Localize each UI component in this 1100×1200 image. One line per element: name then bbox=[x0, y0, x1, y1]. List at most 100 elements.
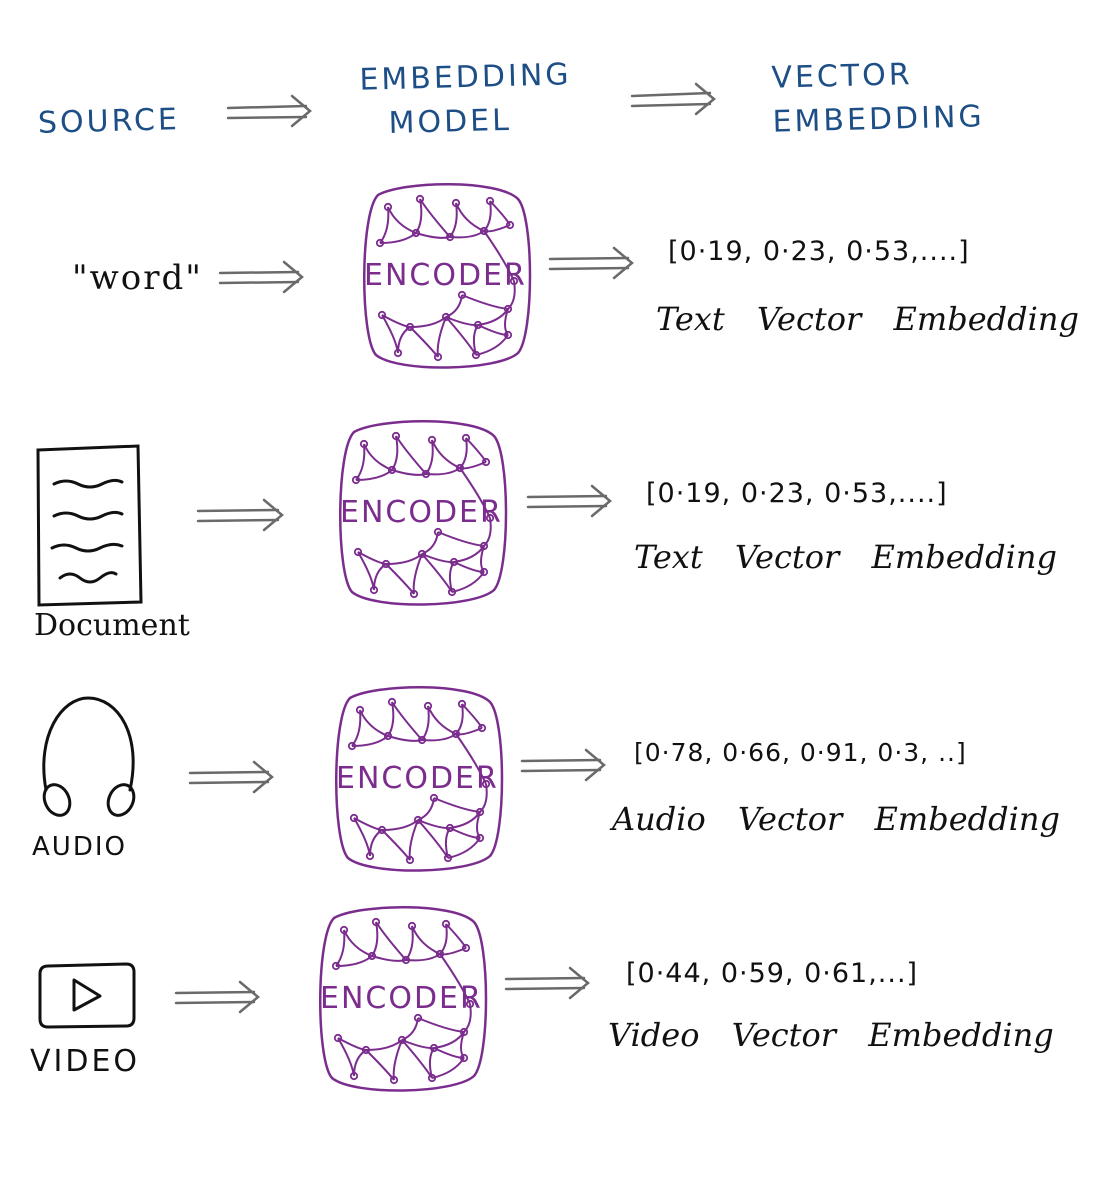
encoder-link bbox=[391, 469, 427, 476]
encoder-node bbox=[423, 701, 433, 711]
encoder-node bbox=[435, 949, 445, 959]
source-word-label: "word" bbox=[72, 258, 203, 298]
encoder-node bbox=[447, 587, 457, 597]
encoder-node bbox=[443, 853, 453, 863]
encoder-node bbox=[455, 463, 465, 473]
encoder-node bbox=[397, 1035, 407, 1045]
encoder-link bbox=[419, 198, 451, 238]
arrow-icon bbox=[548, 246, 634, 280]
encoder-link bbox=[421, 705, 430, 741]
encoder-node bbox=[429, 793, 439, 803]
encoder-link bbox=[461, 294, 509, 310]
encoder-node bbox=[351, 475, 361, 485]
encoder-node bbox=[505, 220, 515, 230]
encoder-node bbox=[475, 807, 485, 817]
encoder-link bbox=[371, 921, 379, 957]
headphones-icon bbox=[42, 696, 136, 817]
embedding-label-text: Text Vector Embedding bbox=[634, 538, 1057, 576]
encoder-link bbox=[343, 929, 373, 957]
encoder-link bbox=[415, 232, 451, 239]
encoder-node bbox=[361, 1045, 371, 1055]
embedding-label-text: Text Vector Embedding bbox=[656, 300, 1079, 338]
encoder-node bbox=[429, 1043, 439, 1053]
encoder-node bbox=[367, 951, 377, 961]
encoder-node bbox=[441, 919, 451, 929]
encoder-link bbox=[337, 1037, 355, 1077]
encoder-link bbox=[371, 955, 407, 962]
encoder-node bbox=[445, 823, 455, 833]
encoder-link bbox=[428, 1047, 435, 1079]
encoder-link bbox=[381, 819, 419, 831]
encoder-node bbox=[377, 825, 387, 835]
encoder-label: ENCODER bbox=[336, 761, 499, 796]
encoder-link bbox=[425, 439, 434, 475]
encoder-link bbox=[392, 1039, 403, 1081]
source-document-label: Document bbox=[34, 608, 190, 643]
encoder-link bbox=[379, 206, 390, 244]
encoder-link bbox=[405, 925, 414, 961]
encoder-node bbox=[391, 431, 401, 441]
encoder-node bbox=[481, 779, 491, 789]
encoder-link bbox=[448, 561, 455, 593]
encoder-node bbox=[475, 833, 485, 843]
encoder-link bbox=[405, 953, 441, 962]
encoder-link bbox=[412, 553, 423, 595]
encoder-link bbox=[411, 925, 441, 955]
encoder-node bbox=[479, 567, 489, 577]
arrow-icon bbox=[504, 966, 590, 1000]
encoder-link bbox=[409, 326, 439, 358]
encoder-link bbox=[433, 1047, 465, 1059]
encoder-node bbox=[473, 320, 483, 330]
encoder-node bbox=[485, 513, 495, 523]
encoder-node bbox=[409, 589, 419, 599]
encoder-node bbox=[485, 196, 495, 206]
encoder-link bbox=[395, 435, 427, 475]
encoder-link bbox=[431, 1057, 465, 1079]
encoder-node bbox=[441, 312, 451, 322]
encoder-node bbox=[457, 699, 467, 709]
encoder-node bbox=[411, 228, 421, 238]
encoder-node bbox=[433, 527, 443, 537]
encoder-node bbox=[503, 304, 513, 314]
encoder-link bbox=[455, 202, 485, 232]
encoder-node bbox=[401, 955, 411, 965]
encoder-outline bbox=[363, 183, 532, 369]
encoder-link bbox=[475, 334, 509, 356]
encoder-node bbox=[349, 813, 359, 823]
encoder-node bbox=[375, 238, 385, 248]
encoder-link bbox=[381, 829, 411, 861]
vector-values-text: [0·19, 0·23, 0·53,....] bbox=[668, 236, 970, 267]
encoder-node bbox=[387, 465, 397, 475]
encoder-node bbox=[413, 815, 423, 825]
encoder-outline bbox=[335, 686, 504, 872]
arrow-icon bbox=[188, 760, 274, 794]
encoder-link bbox=[465, 437, 487, 463]
encoder-link bbox=[387, 701, 395, 737]
encoder-node bbox=[433, 352, 443, 362]
arrow-icon bbox=[196, 498, 284, 532]
source-audio-label: AUDIO bbox=[32, 832, 127, 862]
encoder-link bbox=[431, 439, 461, 469]
encoder-node bbox=[417, 549, 427, 559]
encoder-link bbox=[351, 709, 362, 747]
encoder-node bbox=[479, 541, 489, 551]
encoder-label: ENCODER bbox=[320, 981, 483, 1016]
encoder-node bbox=[371, 917, 381, 927]
document-icon bbox=[36, 444, 143, 607]
encoder-node bbox=[471, 350, 481, 360]
arrow-icon bbox=[218, 260, 304, 294]
encoder-node bbox=[427, 435, 437, 445]
encoder-link bbox=[483, 200, 492, 232]
encoder-link bbox=[461, 703, 483, 729]
encoder-link bbox=[433, 797, 481, 813]
encoder-link bbox=[359, 709, 389, 737]
encoder-link bbox=[427, 705, 457, 735]
encoder-node bbox=[459, 1027, 469, 1037]
encoder-link bbox=[355, 443, 366, 481]
encoder-link bbox=[373, 563, 387, 591]
encoder-link bbox=[381, 314, 399, 354]
encoder-network: ENCODER bbox=[319, 906, 488, 1092]
encoder-link bbox=[417, 1017, 465, 1033]
encoder-link bbox=[415, 198, 423, 234]
